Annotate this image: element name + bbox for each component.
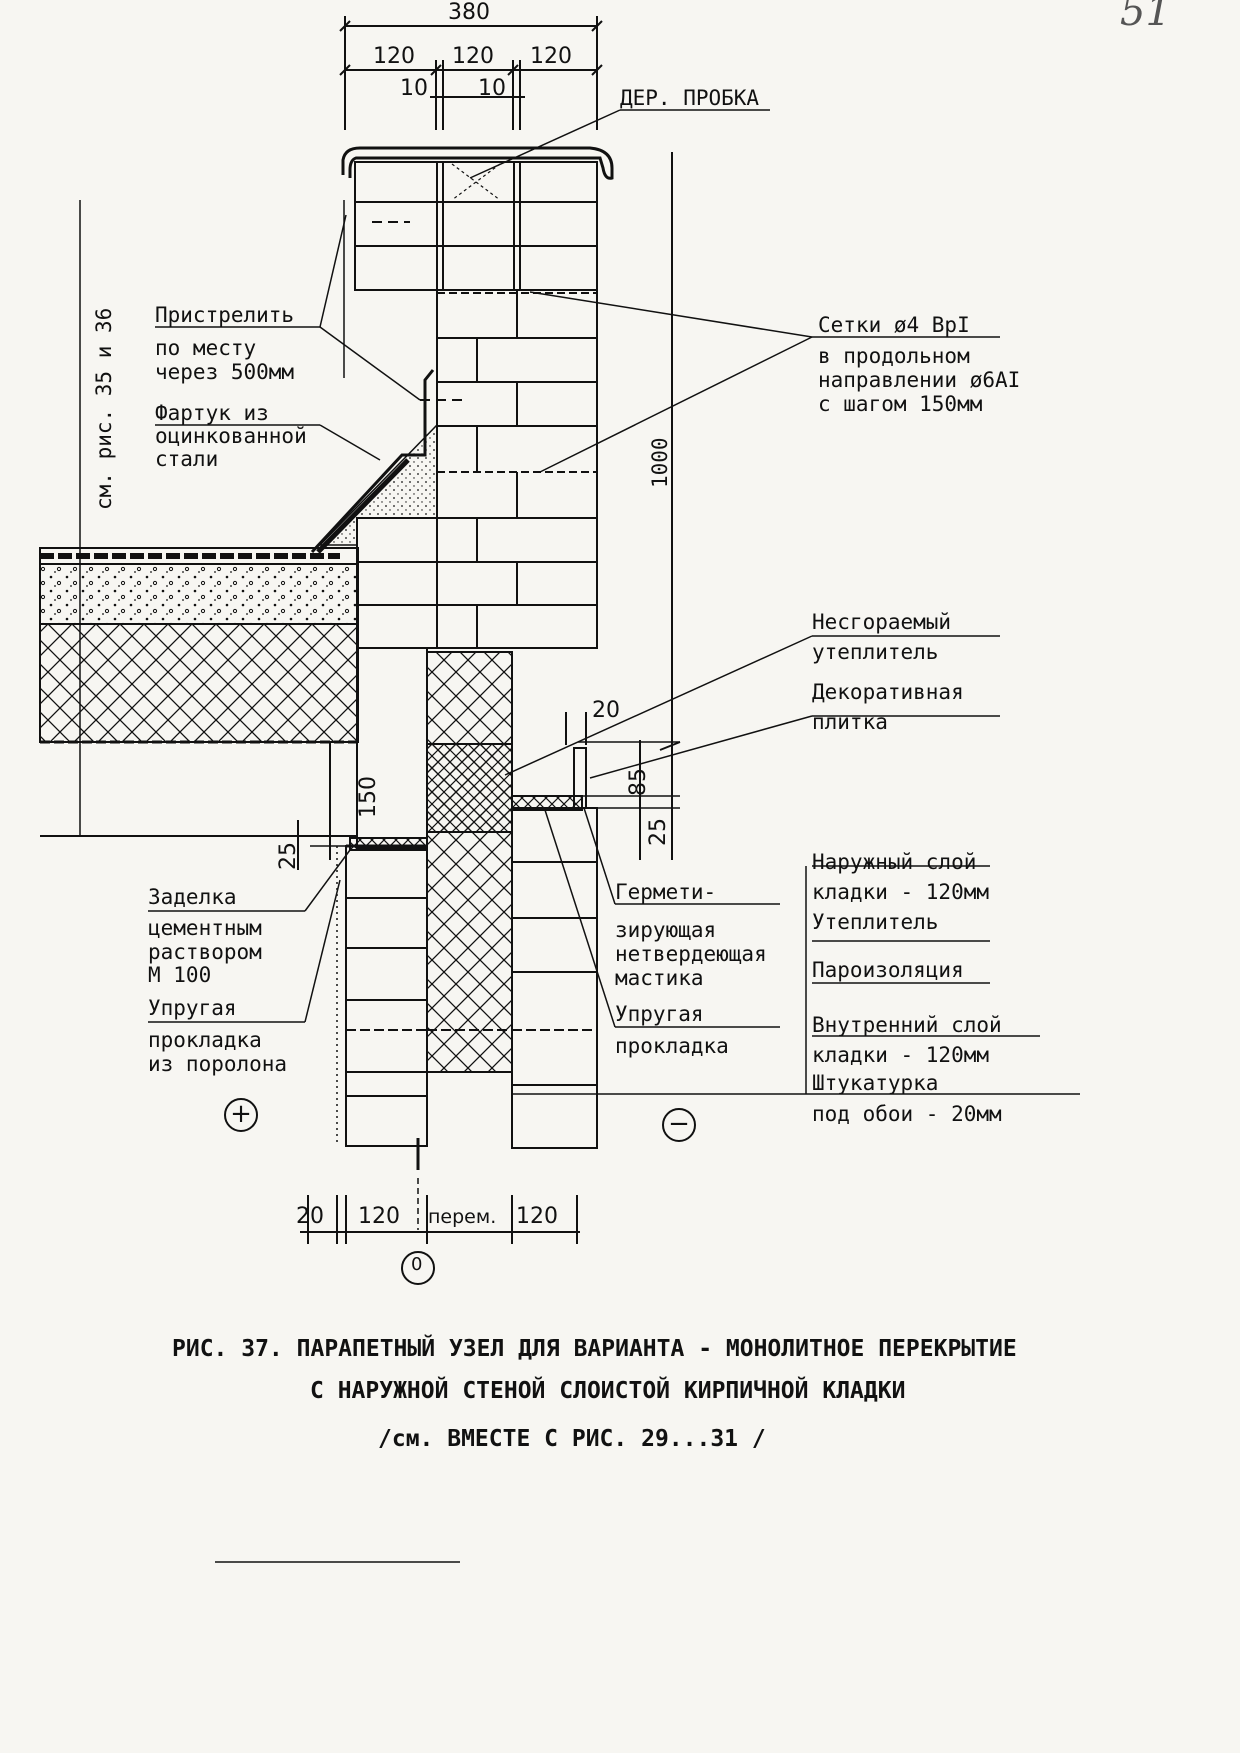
- leader-lines: [148, 109, 1040, 1094]
- label-shoot-1: Пристрелить: [155, 303, 295, 327]
- label-foam-3: из поролона: [148, 1052, 288, 1076]
- inner-brick-leaf: [336, 647, 428, 1147]
- label-mastic-1: Гермети-: [615, 880, 717, 904]
- dim-150: 150: [356, 776, 381, 818]
- apron-flashing: [310, 369, 435, 554]
- label-tile-2: плитка: [812, 710, 888, 734]
- label-inner-3: Штукатурка: [812, 1071, 939, 1095]
- bottom-dimension-chain: [300, 1195, 580, 1285]
- dim-top-10-a: 10: [400, 76, 428, 101]
- left-dimensions: [297, 742, 350, 870]
- label-gasket-1: Упругая: [615, 1002, 704, 1026]
- axis-marker: 0: [411, 1254, 423, 1275]
- label-mesh-3: направлении ø6AI: [818, 368, 1021, 392]
- dim-20-top: 20: [592, 698, 620, 723]
- label-outer-3: Утеплитель: [812, 910, 939, 934]
- label-shoot-3: через 500мм: [155, 360, 295, 384]
- label-apron-1: Фартук из: [155, 401, 269, 425]
- label-mastic-3: нетвердеющая: [615, 942, 767, 966]
- label-gasket-2: прокладка: [615, 1034, 729, 1058]
- label-apron-2: оцинкованной: [155, 424, 307, 448]
- label-mesh-2: в продольном: [818, 344, 970, 368]
- caption-line-3: /см. ВМЕСТЕ С РИС. 29...31 /: [378, 1426, 766, 1452]
- label-mortar-2: цементным: [148, 916, 262, 940]
- outer-brick-leaf: [511, 747, 1080, 1149]
- dim-bottom-20: 20: [296, 1204, 324, 1229]
- plus-sign-icon: +: [224, 1098, 258, 1132]
- dim-top-10-b: 10: [478, 76, 506, 101]
- upper-parapet-bricks: [354, 161, 598, 291]
- label-wood-plug: ДЕР. ПРОБКА: [620, 86, 760, 110]
- label-mesh-4: с шагом 150мм: [818, 392, 983, 416]
- mortar-fillet: [318, 423, 438, 546]
- label-inner-2: кладки - 120мм: [812, 1043, 990, 1067]
- wall-insulation: [426, 651, 513, 1073]
- caption-line-2: С НАРУЖНОЙ СТЕНОЙ СЛОИСТОЙ КИРПИЧНОЙ КЛА…: [310, 1378, 906, 1404]
- dim-bottom-120-b: 120: [516, 1204, 558, 1229]
- label-insul-nc-2: утеплитель: [812, 640, 939, 664]
- dim-top-120-b: 120: [452, 44, 494, 69]
- caption-line-1: РИС. 37. ПАРАПЕТНЫЙ УЗЕЛ ДЛЯ ВАРИАНТА - …: [172, 1336, 1017, 1362]
- minus-sign-icon: −: [662, 1108, 696, 1142]
- label-mortar-1: Заделка: [148, 885, 237, 909]
- label-insul-nc-1: Несгораемый: [812, 610, 952, 634]
- cap-flashing: [341, 146, 614, 180]
- dim-85: 85: [626, 768, 651, 796]
- dim-25-left: 25: [276, 842, 301, 870]
- height-dimension: [565, 152, 681, 860]
- label-foam-2: прокладка: [148, 1028, 262, 1052]
- dim-bottom-120-a: 120: [358, 1204, 400, 1229]
- label-foam-1: Упругая: [148, 996, 237, 1020]
- top-dimension-chain: [339, 16, 603, 130]
- roof-buildup: [39, 200, 359, 837]
- page-number: 51: [1120, 0, 1171, 35]
- label-mastic-4: мастика: [615, 966, 704, 990]
- dim-top-120-a: 120: [373, 44, 415, 69]
- dim-top-120-c: 120: [530, 44, 572, 69]
- label-see-fig: см. рис. 35 и 36: [92, 307, 116, 510]
- label-tile-1: Декоративная: [812, 680, 964, 704]
- label-vapor: Пароизоляция: [812, 958, 964, 982]
- label-apron-3: стали: [155, 447, 219, 471]
- label-outer-1: Наружный слой: [812, 850, 977, 874]
- label-mortar-4: М 100: [148, 963, 212, 987]
- label-inner-4: под обои - 20мм: [812, 1102, 1002, 1126]
- label-mortar-3: раствором: [148, 940, 262, 964]
- label-inner-1: Внутренний слой: [812, 1013, 1002, 1037]
- dim-380: 380: [448, 0, 490, 25]
- label-mesh-1: Сетки ø4 BpI: [818, 313, 970, 337]
- dim-bottom-var: перем.: [428, 1206, 497, 1228]
- label-shoot-2: по месту: [155, 336, 257, 360]
- dim-25-right: 25: [646, 818, 671, 846]
- label-outer-2: кладки - 120мм: [812, 880, 990, 904]
- dim-1000: 1000: [648, 437, 672, 488]
- main-wall-bricks: [356, 289, 598, 649]
- label-mastic-2: зирующая: [615, 918, 717, 942]
